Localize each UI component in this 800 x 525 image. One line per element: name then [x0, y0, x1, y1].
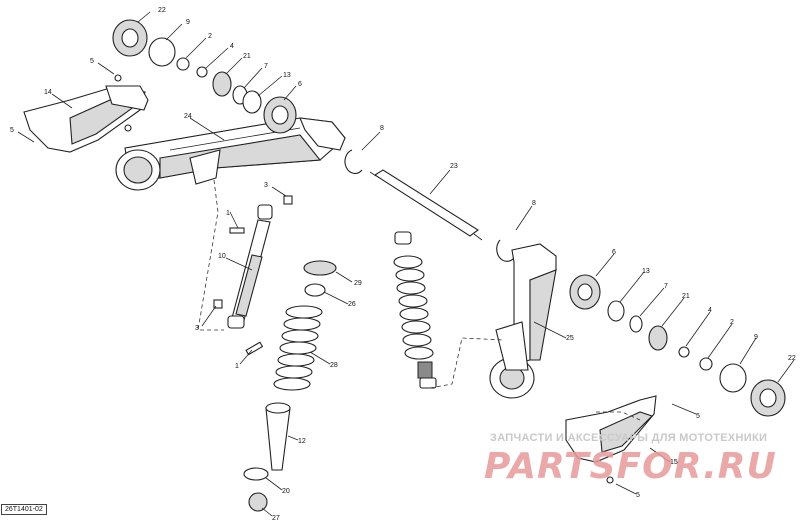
callout-4: 4: [708, 307, 712, 314]
callout-24: 24: [184, 113, 192, 120]
bearing-stack-lower: [569, 274, 786, 417]
watermark-tagline: ЗАПЧАСТИ И АКСЕССУАРЫ ДЛЯ МОТОТЕХНИКИ: [490, 432, 768, 444]
coil-spring: [273, 260, 337, 391]
callout-7: 7: [264, 63, 268, 70]
callout-28: 28: [330, 362, 338, 369]
callout-6: 6: [298, 81, 302, 88]
callout-22: 22: [788, 355, 796, 362]
callout-25: 25: [566, 335, 574, 342]
bearing-stack-upper: [112, 19, 297, 134]
skid-plate-lower: [565, 395, 657, 484]
callout-8: 8: [532, 200, 536, 207]
callout-21: 21: [243, 53, 251, 60]
callout-7: 7: [664, 283, 668, 290]
callout-8: 8: [380, 125, 384, 132]
callout-6: 6: [612, 249, 616, 256]
callout-14: 14: [44, 89, 52, 96]
callout-13: 13: [283, 72, 291, 79]
callout-26: 26: [348, 301, 356, 308]
callout-13: 13: [642, 268, 650, 275]
callout-20: 20: [282, 488, 290, 495]
callout-2: 2: [730, 319, 734, 326]
callout-3: 3: [195, 325, 199, 332]
skid-plate-upper: [23, 74, 149, 153]
callout-2: 2: [208, 33, 212, 40]
callout-5: 5: [636, 492, 640, 499]
watermark-brand: PARTSFOR.RU: [484, 446, 777, 487]
callout-12: 12: [298, 438, 306, 445]
callout-5: 5: [10, 127, 14, 134]
trailing-arm-upper: [115, 117, 346, 191]
callout-1: 1: [226, 210, 230, 217]
callout-9: 9: [754, 334, 758, 341]
callout-29: 29: [354, 280, 362, 287]
circlip-upper: [344, 149, 363, 174]
diagram-code: 26T1401-02: [1, 504, 47, 515]
callout-23: 23: [450, 163, 458, 170]
callout-5: 5: [90, 58, 94, 65]
callout-3: 3: [264, 182, 268, 189]
spring-tube: [243, 402, 291, 512]
circlip-lower: [496, 239, 515, 262]
shaft: [369, 169, 483, 241]
callout-4: 4: [230, 43, 234, 50]
callout-21: 21: [682, 293, 690, 300]
callout-1: 1: [235, 363, 239, 370]
shock-absorber-small: [213, 195, 293, 356]
trailing-arm-lower: [489, 243, 557, 399]
coilover-shock: [393, 231, 437, 389]
callout-10: 10: [218, 253, 226, 260]
callout-22: 22: [158, 7, 166, 14]
callout-9: 9: [186, 19, 190, 26]
callout-5: 5: [696, 413, 700, 420]
callout-27: 27: [272, 515, 280, 522]
callout-15: 15: [670, 459, 678, 466]
